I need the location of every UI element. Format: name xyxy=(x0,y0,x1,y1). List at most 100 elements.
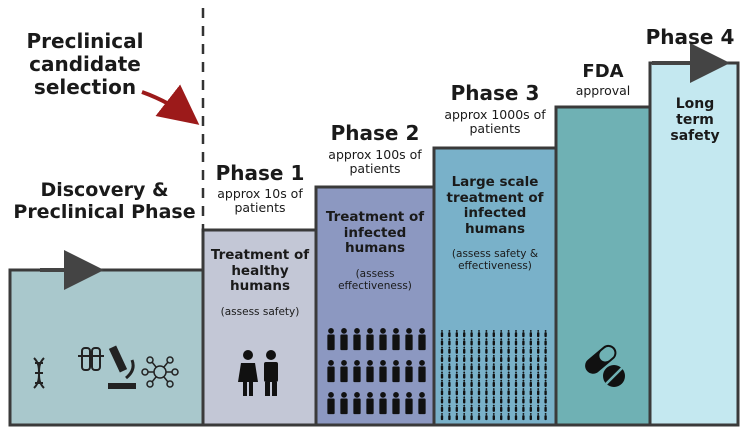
person-figure-head xyxy=(463,404,466,407)
person-figure-head xyxy=(500,363,503,366)
person-figure-head xyxy=(441,354,443,357)
person-figure-head xyxy=(463,413,466,415)
person-figure-head xyxy=(441,413,443,415)
person-figure-body xyxy=(353,334,361,351)
person-figure-head xyxy=(492,413,495,415)
person-figure-head xyxy=(522,388,525,390)
person-figure-head xyxy=(341,360,347,366)
person-figure-head xyxy=(328,392,334,398)
person-figure-head xyxy=(537,413,540,415)
person-figure-head xyxy=(515,346,517,349)
person-figure-head xyxy=(341,328,347,334)
person-figure-body xyxy=(492,332,495,338)
large-crowd-icon xyxy=(440,330,547,421)
person-figure-head xyxy=(441,388,443,390)
person-figure-head xyxy=(544,388,547,390)
person-figure-body xyxy=(514,357,518,363)
person-figure-body xyxy=(544,406,547,412)
person-figure-head xyxy=(485,346,488,349)
person-figure-head xyxy=(544,396,547,399)
person-figure-head xyxy=(492,354,495,357)
person-figure-head xyxy=(478,371,480,374)
person-figure-head xyxy=(419,360,425,366)
person-figure-body xyxy=(537,398,540,404)
person-figure-body xyxy=(514,373,518,379)
person-figure-body xyxy=(392,366,400,383)
person-figure-body xyxy=(485,373,488,379)
person-figure-body xyxy=(448,365,451,371)
person-figure-body xyxy=(418,398,426,415)
person-figure-body xyxy=(477,332,481,338)
person-figure-head xyxy=(470,379,473,382)
person-figure-body xyxy=(544,348,547,354)
molecule-icon xyxy=(141,356,179,388)
person-figure-head xyxy=(507,363,510,366)
dna-icon xyxy=(33,357,45,389)
person-figure-body xyxy=(353,366,361,383)
discovery-title: Discovery & Preclinical Phase xyxy=(13,179,196,223)
person-figure-body xyxy=(544,373,547,379)
person-figure-body xyxy=(477,381,481,387)
person-figure-head xyxy=(419,392,425,398)
person-figure-body xyxy=(529,340,532,346)
person-figure-head xyxy=(455,330,458,332)
person-figure-head xyxy=(419,328,425,334)
person-figure-head xyxy=(529,338,532,341)
person-figure-body xyxy=(522,406,525,412)
person-figure-body xyxy=(379,366,387,383)
person-figure-body xyxy=(507,365,510,371)
person-figure-head xyxy=(500,413,503,415)
person-figure-body xyxy=(500,340,503,346)
person-figure-body xyxy=(529,365,532,371)
person-figure-head xyxy=(537,330,540,332)
person-figure-body xyxy=(529,381,532,387)
person-figure-body xyxy=(448,340,451,346)
person-figure-body xyxy=(537,357,540,363)
person-figure-body xyxy=(463,373,466,379)
two-people-icon xyxy=(238,350,278,396)
phase2-patients: approx 100s of patients xyxy=(328,147,422,177)
phase3-title: Phase 3 xyxy=(450,81,540,105)
person-figure-body xyxy=(492,348,495,354)
person-figure-head xyxy=(529,330,532,332)
person-figure-head xyxy=(485,404,488,407)
person-figure-head xyxy=(500,404,503,407)
person-figure-body xyxy=(448,381,451,387)
person-figure-body xyxy=(440,373,444,379)
person-figure-body xyxy=(507,381,510,387)
person-figure-body xyxy=(477,390,481,396)
person-figure-head xyxy=(485,396,488,399)
person-figure-head xyxy=(507,354,510,357)
person-figure-body xyxy=(507,406,510,412)
person-figure-head xyxy=(485,363,488,366)
person-figure-head xyxy=(448,354,451,357)
person-figure-head xyxy=(448,388,451,390)
person-figure-head xyxy=(507,330,510,332)
person-figure-head xyxy=(522,379,525,382)
discovery-block xyxy=(8,268,205,427)
person-figure-body xyxy=(514,381,518,387)
person-figure-body xyxy=(507,373,510,379)
person-figure-body xyxy=(477,406,481,412)
person-figure-head xyxy=(537,396,540,399)
person-figure-body xyxy=(522,415,525,421)
person-figure-body xyxy=(514,365,518,371)
person-figure-head xyxy=(470,413,473,415)
person-figure-body xyxy=(405,334,413,351)
person-figure-head xyxy=(507,404,510,407)
person-figure-body xyxy=(470,332,473,338)
person-figure-head xyxy=(406,360,412,366)
person-figure-body xyxy=(500,365,503,371)
person-figure-head xyxy=(529,346,532,349)
phase3-patients: approx 1000s of patients xyxy=(444,107,546,137)
person-figure-body xyxy=(485,398,488,404)
person-figure-head xyxy=(455,371,458,374)
person-figure-body xyxy=(544,398,547,404)
person-figure-body xyxy=(529,390,532,396)
person-figure-head xyxy=(537,404,540,407)
person-figure-head xyxy=(544,346,547,349)
person-figure-body xyxy=(529,406,532,412)
person-figure-head xyxy=(537,371,540,374)
person-figure-body xyxy=(392,398,400,415)
person-figure-body xyxy=(522,340,525,346)
